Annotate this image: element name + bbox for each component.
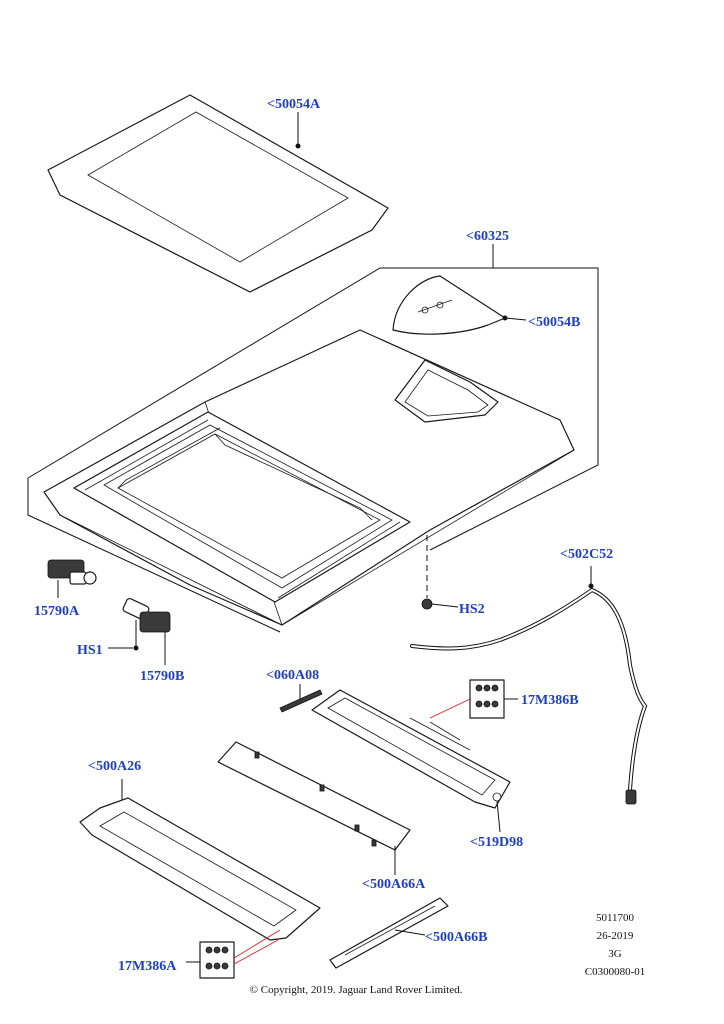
deflector-50054B[interactable] <box>392 275 506 335</box>
seal-500A26[interactable] <box>79 779 321 941</box>
drain-tube-502C52[interactable] <box>410 566 648 805</box>
callout-060A08[interactable]: <060A08 <box>266 668 319 683</box>
ref-line-1: 5011700 <box>596 912 635 924</box>
screw-set-17M386B[interactable] <box>429 679 518 719</box>
screw-HS2[interactable] <box>421 535 459 610</box>
sunblind-519D98[interactable] <box>311 689 511 833</box>
callout-502C52[interactable]: <502C52 <box>560 547 613 562</box>
callout-519D98[interactable]: <519D98 <box>470 835 523 850</box>
ref-line-2: 26-2019 <box>597 930 634 942</box>
callout-500A26[interactable]: <500A26 <box>88 759 141 774</box>
callout-HS2[interactable]: HS2 <box>459 602 485 617</box>
callout-500A66A[interactable]: <500A66A <box>362 877 426 892</box>
trim-panel-500A66A[interactable] <box>217 741 411 875</box>
leader-lines <box>295 112 527 321</box>
ref-line-4: C0300080-01 <box>585 966 646 978</box>
motor-15790A[interactable] <box>47 559 97 598</box>
callout-60325[interactable]: <60325 <box>466 229 509 244</box>
callout-HS1[interactable]: HS1 <box>77 643 103 658</box>
callout-50054B[interactable]: <50054B <box>528 315 580 330</box>
callout-17M386A[interactable]: 17M386A <box>118 959 177 974</box>
callout-50054A[interactable]: <50054A <box>267 97 321 112</box>
seal-strip-500A66B[interactable] <box>329 897 449 969</box>
callout-15790A[interactable]: 15790A <box>34 604 80 619</box>
screw-set-17M386A[interactable] <box>186 929 281 979</box>
reference-block: 5011700 26-2019 3G C0300080-01 <box>585 912 646 978</box>
clip-060A08[interactable] <box>279 684 323 713</box>
assembly-bracket-60325 <box>27 244 599 633</box>
callout-500A66B[interactable]: <500A66B <box>425 930 487 945</box>
ref-line-3: 3G <box>608 948 622 960</box>
callout-17M386B[interactable]: 17M386B <box>521 693 579 708</box>
motor-15790B[interactable] <box>108 597 171 665</box>
callout-15790B[interactable]: 15790B <box>140 669 184 684</box>
roof-frame[interactable] <box>43 329 575 626</box>
copyright-notice: © Copyright, 2019. Jaguar Land Rover Lim… <box>250 984 463 996</box>
glass-panel-50054A[interactable] <box>47 94 389 293</box>
